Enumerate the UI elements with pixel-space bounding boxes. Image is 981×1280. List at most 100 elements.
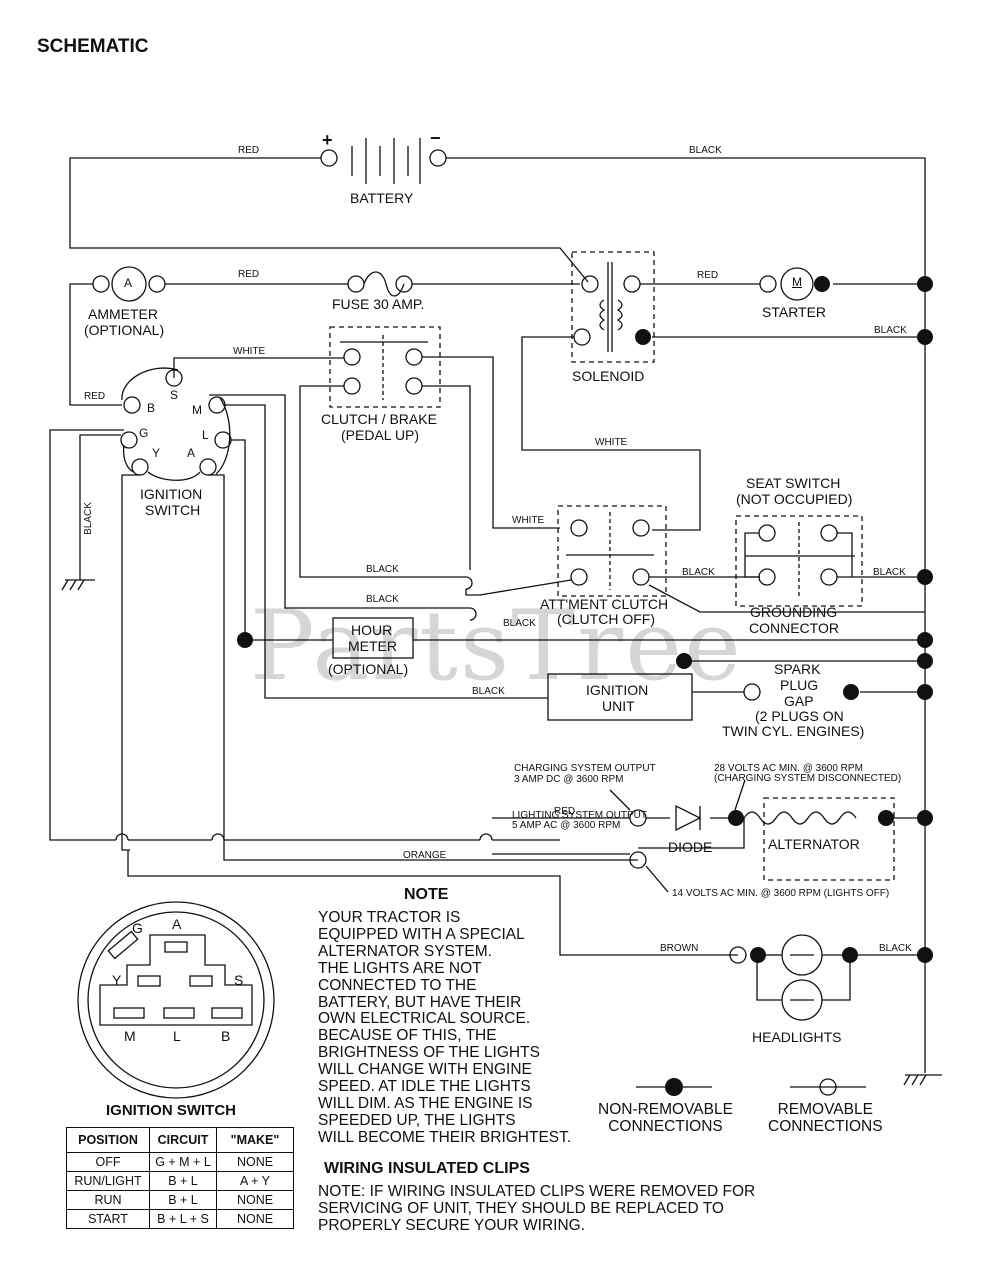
starter-symbol: M xyxy=(792,275,802,289)
charging-output-value: 3 AMP DC @ 3600 RPM xyxy=(514,774,624,785)
wire-label: ORANGE xyxy=(403,850,447,861)
terminal-a: A xyxy=(187,446,196,460)
grounding-connector-label: GROUNDING xyxy=(750,604,838,620)
table-cell: NONE xyxy=(216,1152,294,1172)
wire-label: BROWN xyxy=(660,943,699,954)
fuse-label: FUSE 30 AMP. xyxy=(332,296,425,312)
terminal-g: G xyxy=(139,426,149,440)
spark-plug-label: SPARK xyxy=(774,661,821,677)
volts28-label: 28 VOLTS AC MIN. @ 3600 RPM xyxy=(714,763,863,774)
plug-letter-m: M xyxy=(124,1028,136,1044)
plug-letter-s: S xyxy=(234,972,244,988)
ignition-unit-label-2: UNIT xyxy=(602,698,635,714)
wire-label: BLACK xyxy=(682,567,715,578)
ignition-switch-label: IGNITION xyxy=(140,486,203,502)
starter-label: STARTER xyxy=(762,304,827,320)
wire-label: BLACK xyxy=(82,502,94,535)
wire-label: BLACK xyxy=(689,145,722,156)
solenoid-label: SOLENOID xyxy=(572,368,645,384)
battery-minus: − xyxy=(430,128,441,148)
note-line: SPEED. AT IDLE THE LIGHTS xyxy=(318,1078,531,1096)
seat-switch-sub: (NOT OCCUPIED) xyxy=(736,491,853,507)
hour-meter-optional: (OPTIONAL) xyxy=(328,661,409,677)
wire-label: BLACK xyxy=(879,943,912,954)
legend-non-removable-line1: NON-REMOVABLE xyxy=(598,1101,733,1118)
ignition-unit-label: IGNITION xyxy=(586,682,649,698)
legend-non-removable-line2: CONNECTIONS xyxy=(608,1118,723,1135)
plug-letter-b: B xyxy=(221,1028,231,1044)
wire-label: RED xyxy=(554,806,576,817)
table-cell: OFF xyxy=(66,1152,150,1172)
legend-removable-line2: CONNECTIONS xyxy=(768,1118,883,1135)
spark-plug-note: (2 PLUGS ON xyxy=(755,708,844,724)
alternator-label: ALTERNATOR xyxy=(768,836,860,852)
wire-label: WHITE xyxy=(512,515,545,526)
spark-plug-label-2: PLUG xyxy=(780,677,819,693)
battery-label: BATTERY xyxy=(350,190,414,206)
clips-line: SERVICING OF UNIT, THEY SHOULD BE REPLAC… xyxy=(318,1200,724,1217)
note-line: WILL DIM. AS THE ENGINE IS xyxy=(318,1094,533,1112)
lighting-output-label: LIGHTING SYSTEM OUTPUT xyxy=(512,810,648,821)
table-cell: RUN/LIGHT xyxy=(66,1171,150,1191)
table-cell: B + L xyxy=(149,1171,217,1191)
terminal-m: M xyxy=(192,403,202,417)
note-body: YOUR TRACTOR IS EQUIPPED WITH A SPECIAL … xyxy=(318,909,598,1147)
wire-label: BLACK xyxy=(503,618,536,629)
ammeter-symbol: A xyxy=(124,276,133,290)
note-line: WILL BECOME THEIR BRIGHTEST. xyxy=(318,1128,572,1146)
clutch-brake-label: CLUTCH / BRAKE xyxy=(321,411,437,427)
terminal-b: B xyxy=(147,401,156,415)
wire-label: BLACK xyxy=(873,567,906,578)
table-row: RUN B + L NONE xyxy=(66,1190,294,1210)
ignition-table-title: IGNITION SWITCH xyxy=(106,1102,236,1119)
table-cell: NONE xyxy=(216,1190,294,1210)
attachment-clutch-sub: (CLUTCH OFF) xyxy=(557,611,655,627)
volts28-note: (CHARGING SYSTEM DISCONNECTED) xyxy=(714,773,902,784)
table-row: START B + L + S NONE xyxy=(66,1209,294,1229)
diode-label: DIODE xyxy=(668,839,713,855)
charging-output-label: CHARGING SYSTEM OUTPUT xyxy=(514,763,656,774)
lighting-output-value: 5 AMP AC @ 3600 RPM xyxy=(512,820,621,831)
note-line: BRIGHTNESS OF THE LIGHTS xyxy=(318,1044,540,1062)
terminal-s: S xyxy=(170,388,179,402)
grounding-connector-label-2: CONNECTOR xyxy=(749,620,839,636)
plug-letter-a: A xyxy=(172,916,182,932)
ammeter-optional: (OPTIONAL) xyxy=(84,322,165,338)
wire-label: RED xyxy=(238,145,260,156)
terminal-l: L xyxy=(202,428,209,442)
note-line: ALTERNATOR SYSTEM. xyxy=(318,942,492,960)
ammeter-label: AMMETER xyxy=(88,306,158,322)
hour-meter-label-2: METER xyxy=(348,638,397,654)
wire-label: RED xyxy=(84,391,106,402)
table-row: OFF G + M + L NONE xyxy=(66,1152,294,1172)
wire-label: RED xyxy=(697,270,719,281)
wire-label: BLACK xyxy=(366,564,399,575)
note-line: WILL CHANGE WITH ENGINE xyxy=(318,1061,532,1079)
page-title: SCHEMATIC xyxy=(37,36,149,57)
wire-label: WHITE xyxy=(233,346,266,357)
note-line: BECAUSE OF THIS, THE xyxy=(318,1027,497,1045)
spark-plug-note-2: TWIN CYL. ENGINES) xyxy=(722,723,865,739)
table-row: RUN/LIGHT B + L A + Y xyxy=(66,1171,294,1191)
legend-removable-line1: REMOVABLE xyxy=(777,1101,873,1118)
hour-meter-label: HOUR xyxy=(351,622,393,638)
wire-label: BLACK xyxy=(874,325,907,336)
table-cell: A + Y xyxy=(216,1171,294,1191)
clips-body: NOTE: IF WIRING INSULATED CLIPS WERE REM… xyxy=(318,1183,755,1234)
note-heading: NOTE xyxy=(404,886,449,903)
plug-letter-g: G xyxy=(132,920,143,936)
spark-plug-gap: GAP xyxy=(784,693,814,709)
wire-label: BLACK xyxy=(366,594,399,605)
headlights-label: HEADLIGHTS xyxy=(752,1029,842,1045)
plug-letter-l: L xyxy=(173,1028,181,1044)
legend-non-removable: NON-REMOVABLE CONNECTIONS xyxy=(598,1101,733,1135)
wire-label: WHITE xyxy=(595,437,628,448)
clutch-brake-sub: (PEDAL UP) xyxy=(341,427,420,443)
table-header: CIRCUIT xyxy=(149,1127,217,1153)
battery-symbol xyxy=(320,138,447,184)
battery-plus: + xyxy=(322,130,333,150)
volts14-label: 14 VOLTS AC MIN. @ 3600 RPM (LIGHTS OFF) xyxy=(672,888,890,899)
table-cell: RUN xyxy=(66,1190,150,1210)
note-line: CONNECTED TO THE xyxy=(318,976,477,994)
